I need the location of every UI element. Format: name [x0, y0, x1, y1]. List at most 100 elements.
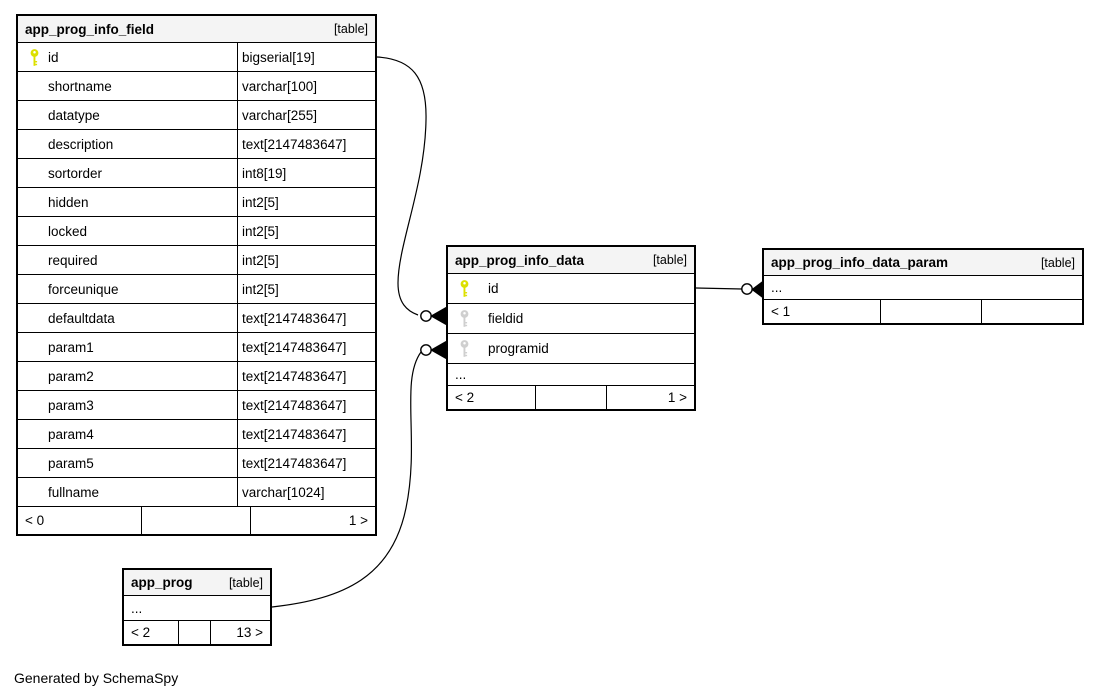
column-row: shortname varchar[100]: [18, 72, 375, 101]
footer-right-count: 1 >: [667, 390, 687, 405]
column-name: param2: [48, 368, 94, 384]
footer-right-count: [982, 300, 1082, 323]
hidden-columns-ellipsis: ...: [764, 276, 1082, 300]
column-row: locked int2[5]: [18, 217, 375, 246]
relationship-circle: [420, 344, 432, 356]
crowfoot-icon: [429, 306, 447, 326]
table-footer: < 2 1 >: [448, 386, 694, 409]
column-row: fullname varchar[1024]: [18, 478, 375, 507]
column-row: param3 text[2147483647]: [18, 391, 375, 420]
footer-left-count: < 1: [764, 300, 881, 323]
column-type: text[2147483647]: [242, 455, 347, 471]
footer-middle-cell: [536, 386, 607, 409]
column-row: forceunique int2[5]: [18, 275, 375, 304]
table-badge: [table]: [333, 22, 368, 36]
column-row: defaultdata text[2147483647]: [18, 304, 375, 333]
column-row: required int2[5]: [18, 246, 375, 275]
column-type: text[2147483647]: [242, 339, 347, 355]
primary-key-icon: [448, 279, 488, 298]
column-name: param3: [48, 397, 94, 413]
column-type: int2[5]: [242, 252, 279, 268]
table-name: app_prog: [131, 575, 193, 590]
column-name: id: [48, 49, 59, 65]
column-name: param5: [48, 455, 94, 471]
column-row: param1 text[2147483647]: [18, 333, 375, 362]
crowfoot-icon: [429, 340, 447, 360]
table-name: app_prog_info_field: [25, 21, 155, 37]
table-header[interactable]: app_prog_info_data [table]: [448, 247, 694, 274]
column-name: param4: [48, 426, 94, 442]
table-name: app_prog_info_data_param: [771, 255, 949, 270]
column-name: forceunique: [48, 281, 119, 297]
footer-left-count: < 0: [18, 507, 142, 534]
table-footer: < 0 1 >: [18, 507, 375, 534]
table-header[interactable]: app_prog_info_field [table]: [18, 16, 375, 43]
column-name: defaultdata: [48, 310, 115, 326]
hidden-columns-ellipsis: ...: [124, 596, 270, 621]
column-row: param4 text[2147483647]: [18, 420, 375, 449]
column-name: locked: [48, 223, 88, 239]
column-name: id: [488, 281, 499, 296]
column-type: varchar[255]: [242, 107, 318, 123]
table-name: app_prog_info_data: [455, 252, 585, 268]
column-name: fullname: [48, 484, 100, 500]
footer-right-count: 1 >: [348, 513, 368, 528]
relationship-line-field-to-data: [376, 56, 427, 316]
footer-left-count: < 2: [448, 386, 536, 409]
table-header[interactable]: app_prog_info_data_param [table]: [764, 250, 1082, 276]
table-app_prog_info_field[interactable]: app_prog_info_field [table] id bigserial…: [16, 14, 377, 536]
table-app_prog_info_data[interactable]: app_prog_info_data [table] id fieldid pr…: [446, 245, 696, 411]
column-type: bigserial[19]: [242, 49, 315, 65]
table-header[interactable]: app_prog [table]: [124, 570, 270, 596]
column-row: programid: [448, 334, 694, 364]
table-badge: [table]: [228, 575, 263, 590]
column-name: fieldid: [488, 311, 524, 326]
table-app_prog[interactable]: app_prog [table] ... < 2 13 >: [122, 568, 272, 646]
column-type: text[2147483647]: [242, 368, 347, 384]
column-name: param1: [48, 339, 94, 355]
hidden-columns-ellipsis: ...: [448, 364, 694, 386]
column-row: param2 text[2147483647]: [18, 362, 375, 391]
column-name: datatype: [48, 107, 100, 123]
column-row: datatype varchar[255]: [18, 101, 375, 130]
generator-note: Generated by SchemaSpy: [14, 670, 179, 686]
column-row: hidden int2[5]: [18, 188, 375, 217]
column-name: programid: [488, 341, 549, 356]
relationship-circle: [741, 283, 753, 295]
column-type: int2[5]: [242, 194, 279, 210]
column-row: fieldid: [448, 304, 694, 334]
footer-middle-cell: [179, 621, 211, 644]
column-type: varchar[100]: [242, 78, 318, 94]
column-name: shortname: [48, 78, 112, 94]
column-type: int8[19]: [242, 165, 287, 181]
column-type: varchar[1024]: [242, 484, 325, 500]
relationship-line-data-to-param: [695, 287, 743, 290]
crowfoot-icon: [751, 281, 763, 298]
column-type: text[2147483647]: [242, 397, 347, 413]
column-type: int2[5]: [242, 223, 279, 239]
column-type: text[2147483647]: [242, 310, 347, 326]
column-row: sortorder int8[19]: [18, 159, 375, 188]
column-name: description: [48, 136, 114, 152]
column-name: sortorder: [48, 165, 103, 181]
column-row: id bigserial[19]: [18, 43, 375, 72]
relationship-circle: [420, 310, 432, 322]
column-row: description text[2147483647]: [18, 130, 375, 159]
table-footer: < 2 13 >: [124, 621, 270, 644]
column-row: id: [448, 274, 694, 304]
column-type: text[2147483647]: [242, 136, 347, 152]
table-app_prog_info_data_param[interactable]: app_prog_info_data_param [table] ... < 1: [762, 248, 1084, 325]
column-type: text[2147483647]: [242, 426, 347, 442]
table-footer: < 1: [764, 300, 1082, 323]
footer-left-count: < 2: [124, 621, 179, 644]
footer-right-count: 13 >: [236, 625, 263, 640]
column-name: hidden: [48, 194, 89, 210]
column-type: int2[5]: [242, 281, 279, 297]
table-badge: [table]: [652, 253, 687, 267]
footer-middle-cell: [142, 507, 251, 534]
column-name: required: [48, 252, 98, 268]
primary-key-icon: [18, 48, 48, 67]
table-badge: [table]: [1040, 255, 1075, 270]
foreign-key-icon: [448, 309, 488, 328]
footer-middle-cell: [881, 300, 982, 323]
